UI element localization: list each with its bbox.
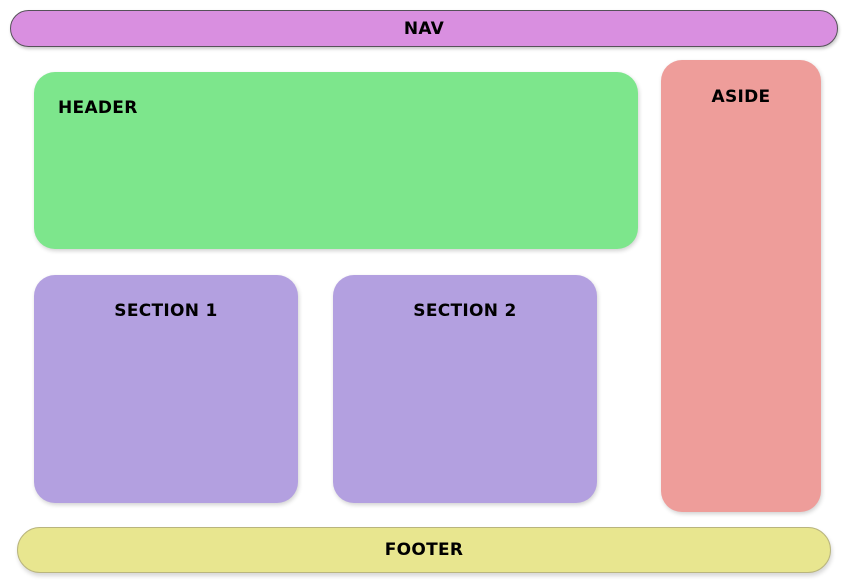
nav-region-label: NAV: [403, 18, 445, 39]
footer-region-label: FOOTER: [384, 540, 464, 560]
section-1-region-label: SECTION 1: [114, 301, 218, 321]
footer-region[interactable]: FOOTER: [17, 527, 831, 573]
aside-region-label: ASIDE: [711, 87, 771, 107]
section-2-region[interactable]: SECTION 2: [333, 275, 597, 503]
header-region[interactable]: HEADER: [34, 72, 638, 249]
nav-region[interactable]: NAV: [10, 10, 838, 47]
section-2-region-label: SECTION 2: [413, 301, 517, 321]
aside-region[interactable]: ASIDE: [661, 60, 821, 512]
header-region-label: HEADER: [58, 98, 138, 118]
section-1-region[interactable]: SECTION 1: [34, 275, 298, 503]
